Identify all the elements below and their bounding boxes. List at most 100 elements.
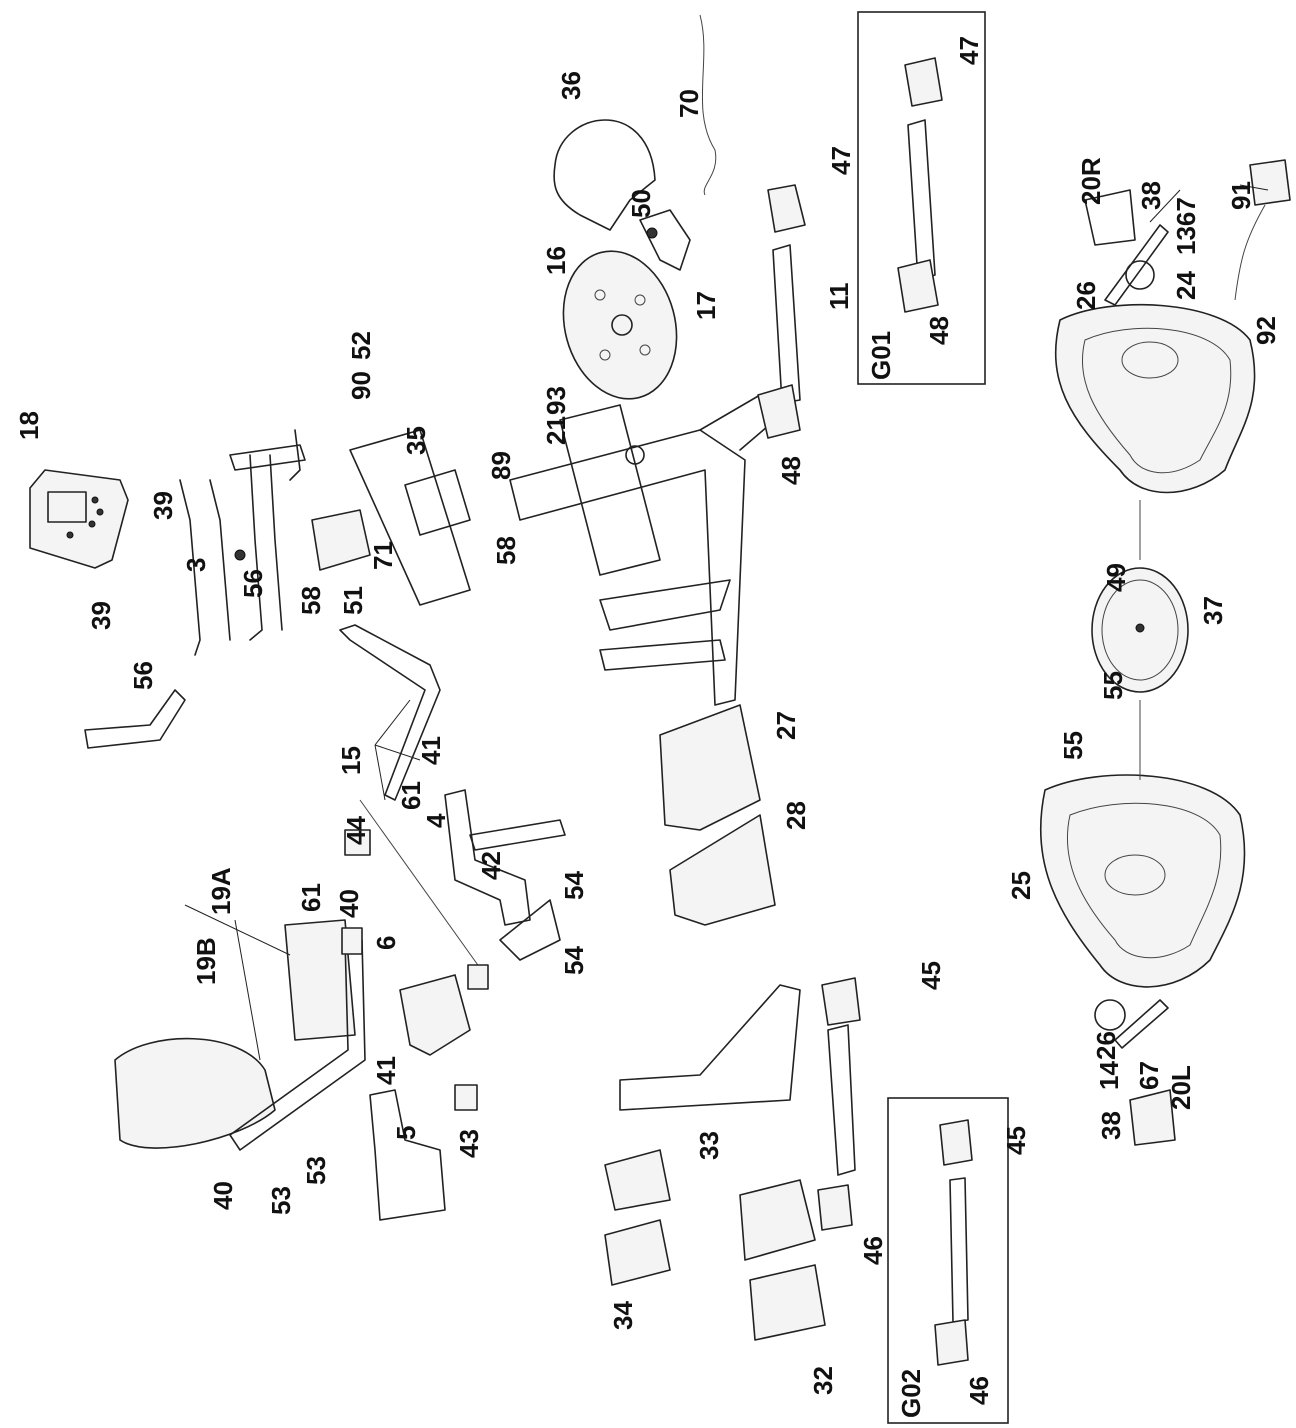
label-26a: 26 [1071,281,1101,310]
label-56b: 56 [128,661,158,690]
label-15: 15 [336,746,366,775]
label-16: 16 [541,246,571,275]
label-47b: 47 [954,36,984,65]
label-61b: 61 [296,883,326,912]
part-labels: 18 39 3 56 39 56 52 90 35 58 51 71 89 58… [14,36,1281,1418]
label-19B: 19B [191,937,221,985]
label-41a: 41 [416,736,446,765]
label-34: 34 [608,1301,638,1330]
label-33: 33 [694,1131,724,1160]
seat-rail-part [229,927,366,1151]
label-58a: 58 [296,586,326,615]
left-crank-part [1094,999,1176,1146]
left-cover-part [1039,700,1246,988]
front-shroud-27-part [659,704,761,831]
label-6: 6 [371,936,401,950]
label-46b: 46 [964,1376,994,1405]
label-24: 24 [1171,271,1201,300]
label-25: 25 [1006,871,1036,900]
label-40a: 40 [334,889,364,918]
label-53a: 53 [266,1186,296,1215]
label-45b: 45 [1001,1126,1031,1155]
label-58b: 58 [491,536,521,565]
label-45a: 45 [916,961,946,990]
tensioner-part [639,209,691,271]
label-42: 42 [476,851,506,880]
label-49: 49 [1101,563,1131,592]
label-5: 5 [391,1126,421,1140]
label-G01: G01 [866,331,896,380]
label-11: 11 [824,283,854,311]
console-part [29,469,129,569]
label-70: 70 [674,89,704,118]
seat-post-part [339,624,486,976]
front-post-part [311,429,471,606]
label-20L: 20L [1166,1065,1196,1110]
label-91: 91 [1226,181,1256,210]
shroud-32-part [749,1264,826,1341]
label-41b: 41 [371,1056,401,1085]
label-3: 3 [181,558,211,572]
label-67: 67 [1134,1061,1164,1090]
label-39a: 39 [148,491,178,520]
label-14: 14 [1094,1061,1124,1090]
label-G02: G02 [896,1369,926,1418]
pulley-part [1091,500,1189,693]
label-93: 93 [541,386,571,415]
label-50: 50 [626,189,656,218]
label-54a: 54 [559,871,589,900]
leader-lines [184,184,1269,1061]
label-71: 71 [368,541,398,570]
label-61a: 61 [396,781,426,810]
label-47a: 47 [826,146,856,175]
label-21: 21 [541,416,571,445]
front-shroud-28-part [669,814,776,926]
label-53b: 53 [301,1156,331,1185]
label-54b: 54 [559,946,589,975]
label-35: 35 [401,426,431,455]
right-crank-part [1084,189,1169,306]
label-55a: 55 [1058,731,1088,760]
label-44: 44 [341,816,371,845]
label-39b: 39 [86,601,116,630]
group-g01-box [857,11,986,385]
shroud-33-part [604,1149,671,1211]
label-18: 18 [14,411,44,440]
label-48b: 48 [924,316,954,345]
label-17: 17 [691,291,721,320]
label-52: 52 [346,331,376,360]
endcap-46a-part [817,1184,853,1231]
label-51: 51 [338,586,368,615]
label-28: 28 [781,801,811,830]
label-19A: 19A [206,867,236,915]
label-48a: 48 [776,456,806,485]
label-89: 89 [486,451,516,480]
seat-carriage-part [344,819,566,1111]
label-43: 43 [454,1129,484,1158]
label-92: 92 [1251,316,1281,345]
right-cover-part [1054,303,1256,494]
label-4: 4 [421,813,451,828]
label-26b: 26 [1091,1031,1121,1060]
seat-handle-lower-part [369,1089,446,1221]
flywheel-part [562,250,678,400]
belt-part [553,14,717,231]
label-90: 90 [346,371,376,400]
label-38b: 38 [1096,1111,1126,1140]
label-55b: 55 [1098,671,1128,700]
adapter-part [1234,159,1291,301]
handlebar-part [84,429,306,749]
shroud-upper-mid-part [739,1179,816,1261]
shroud-34-part [604,1219,671,1286]
label-27: 27 [771,711,801,740]
main-frame-part [509,394,776,706]
label-40b: 40 [208,1181,238,1210]
front-frame-part [619,977,861,1176]
label-1367: 1367 [1171,197,1201,255]
seat-part [114,919,356,1149]
label-56a: 56 [238,569,268,598]
rear-stabilizer-part [757,184,806,439]
label-36: 36 [556,71,586,100]
seat-handle-upper-part [444,789,531,926]
